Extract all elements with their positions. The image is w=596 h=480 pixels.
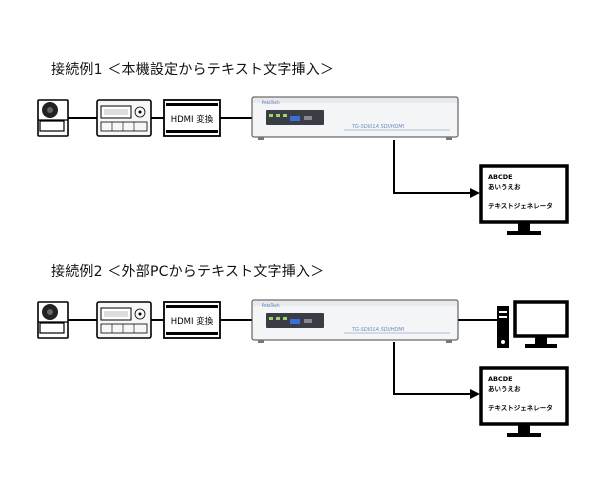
cable-device-monitor-1 [393, 140, 480, 198]
text-generator-device [251, 96, 459, 141]
device-model: TG-SDI01A SDI/HDMI [352, 327, 405, 333]
camera-icon [37, 301, 69, 339]
converter-label: HDMI 変換 [171, 316, 214, 327]
device-model: TG-SDI01A SDI/HDMI [352, 124, 405, 130]
controller-icon [96, 301, 152, 339]
monitor-line-2: あいうえお [488, 384, 521, 393]
device-brand: PetaTech [262, 100, 280, 105]
example1-diagram: HDMI 変換 PetaTech TG-SDI01A SDI/HDMI ABCD… [37, 96, 569, 237]
example1-heading: 接続例1 ＜本機設定からテキスト文字挿入＞ [51, 62, 335, 78]
cable-device-monitor-2 [393, 342, 480, 399]
monitor-line-1: ABCDE [488, 173, 513, 181]
camera-icon [37, 99, 69, 137]
monitor-line-3: テキストジェネレータ [488, 201, 553, 210]
controller-icon [96, 99, 152, 137]
device-brand: PetaTech [262, 303, 280, 308]
monitor-line-2: あいうえお [488, 182, 521, 191]
text-generator-device [251, 299, 459, 344]
converter-label: HDMI 変換 [171, 114, 214, 125]
monitor-line-1: ABCDE [488, 375, 513, 383]
example2-diagram: HDMI 変換 PetaTech TG-SDI01A SDI/HDMI ABCD… [37, 299, 569, 439]
example2-heading: 接続例2 ＜外部PCからテキスト文字挿入＞ [51, 264, 325, 280]
monitor-line-3: テキストジェネレータ [488, 403, 553, 412]
pc-tower-icon [495, 300, 569, 350]
